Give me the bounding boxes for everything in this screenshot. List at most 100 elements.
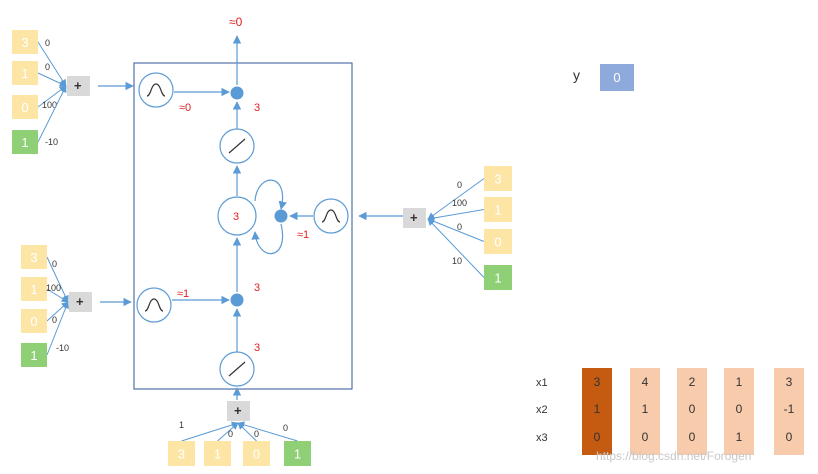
lstm-cell-frame [133, 62, 353, 390]
input-value: 3 [30, 250, 37, 265]
memory-cell-value: 3 [233, 211, 239, 223]
output-gate-sigmoid-icon [313, 198, 349, 234]
input-gate-activation: ≈1 [177, 288, 189, 300]
forget-mult-dot [230, 86, 244, 100]
cell-output-value: 3 [254, 102, 260, 114]
input-box [21, 277, 47, 301]
input-box [484, 197, 512, 222]
input-box [484, 166, 512, 191]
input-value: 1 [30, 348, 37, 363]
table-column [677, 368, 707, 455]
cell-input-value: 3 [254, 342, 260, 354]
weight-connector [427, 209, 485, 222]
weight-connector [46, 288, 69, 303]
input-value: 0 [253, 447, 260, 462]
table-cell: 4 [642, 375, 649, 389]
forget-gate-sigmoid-icon [138, 72, 174, 108]
weight-label: 100 [42, 100, 57, 110]
input-value: 0 [494, 235, 501, 250]
table-cell: 0 [736, 402, 743, 416]
table-cell: 1 [736, 430, 743, 444]
weight-connector [427, 218, 485, 242]
y-label: y [573, 67, 580, 83]
weight-label: -10 [45, 137, 58, 147]
weight-label: 0 [283, 423, 288, 433]
table-cell: 0 [689, 430, 696, 444]
weight-label: 0 [457, 222, 462, 232]
table-cell: 1 [642, 402, 649, 416]
weight-connector [46, 301, 69, 322]
memory-cell [217, 196, 257, 236]
y-output-value: 0 [613, 70, 620, 85]
input-sequence-table: x1 x2 x3 3 1 0 4 1 0 2 0 0 1 0 1 3 -1 0 [536, 368, 804, 455]
input-box [12, 95, 38, 119]
table-row-label: x1 [536, 377, 548, 389]
bias-input-box [12, 130, 38, 154]
input-value: 3 [178, 447, 185, 462]
weight-connector [217, 422, 239, 442]
cell-input-sum [227, 401, 250, 421]
weight-label: 0 [254, 429, 259, 439]
table-cell: 0 [786, 430, 793, 444]
table-column [724, 368, 754, 455]
table-row-label: x3 [536, 432, 548, 444]
memory-loop-top [254, 179, 287, 210]
table-cell: 3 [594, 375, 601, 389]
input-value: 1 [21, 66, 28, 81]
input-value: 1 [214, 447, 221, 462]
input-value: 1 [21, 135, 28, 150]
y-output-box [600, 64, 634, 91]
weight-connector [237, 421, 298, 442]
table-cell: 0 [689, 402, 696, 416]
weight-connector [427, 178, 485, 220]
weight-label: 100 [46, 283, 61, 293]
table-cell: 3 [786, 375, 793, 389]
table-cell: 1 [594, 402, 601, 416]
output-gate-sum [403, 208, 426, 228]
weight-connector [46, 256, 69, 303]
input-gate-sum-label: + [76, 294, 84, 309]
output-gate-activation: ≈1 [297, 229, 309, 241]
weight-label: 0 [45, 38, 50, 48]
cell-input-sum-label: + [234, 403, 242, 418]
table-cell: -1 [784, 402, 795, 416]
table-column-active [582, 368, 612, 455]
forget-gate-sum-label: + [74, 78, 82, 93]
table-cell: 0 [594, 430, 601, 444]
input-gate-sigmoid-icon [136, 287, 172, 323]
weight-label: 100 [452, 198, 467, 208]
table-column [630, 368, 660, 455]
forget-gate-sum [67, 76, 90, 96]
output-gate-sum-label: + [410, 210, 418, 225]
input-box [168, 441, 195, 466]
input-value: 1 [494, 203, 501, 218]
input-box [21, 245, 47, 269]
forget-gate-activation: ≈0 [179, 102, 191, 114]
input-gate-sum [69, 292, 92, 312]
input-value: 1 [30, 282, 37, 297]
table-cell: 1 [736, 375, 743, 389]
weight-label: 0 [228, 429, 233, 439]
input-box [243, 441, 270, 466]
bias-input-box [284, 441, 311, 466]
table-cell: 0 [642, 430, 649, 444]
table-column [774, 368, 804, 455]
weight-connector [37, 85, 67, 143]
input-box [12, 30, 38, 54]
table-cell: 2 [689, 375, 696, 389]
output-top-value: ≈0 [229, 15, 243, 29]
weight-label: -10 [56, 343, 69, 353]
input-box [204, 441, 231, 466]
watermark: https://blog.csdn.net/Forogen [596, 449, 751, 463]
weight-connector [37, 72, 67, 87]
input-value: 3 [21, 35, 28, 50]
input-value: 1 [294, 447, 301, 462]
table-row-label: x2 [536, 404, 548, 416]
input-mult-dot [230, 293, 244, 307]
weight-label: 0 [457, 180, 462, 190]
weight-label: 0 [52, 315, 57, 325]
